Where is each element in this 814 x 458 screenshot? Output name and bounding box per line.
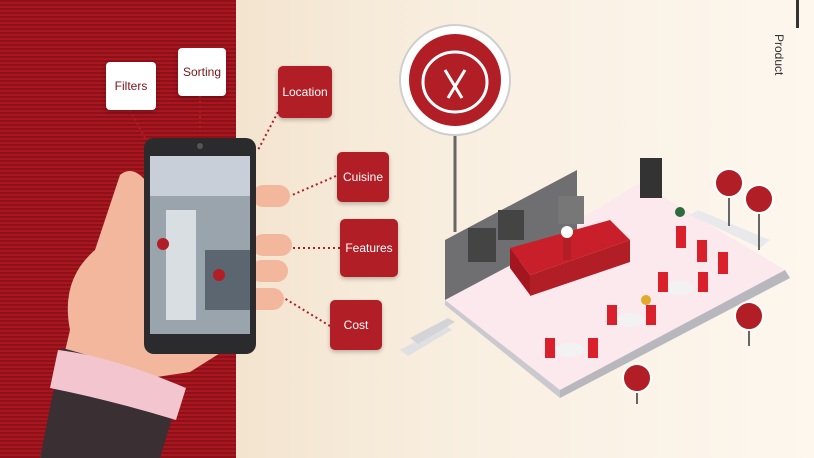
filters-tag[interactable]: Filters <box>106 62 156 110</box>
connector-location <box>257 111 279 151</box>
hand <box>40 171 292 458</box>
tables <box>545 207 770 358</box>
cost-tag[interactable]: Cost <box>330 300 382 350</box>
360-badge <box>399 24 511 232</box>
features-tag[interactable]: Features <box>340 219 398 277</box>
sorting-tag[interactable]: Sorting <box>178 48 226 96</box>
connector-filters <box>129 109 146 139</box>
phone <box>144 138 256 354</box>
product-label: Product <box>772 34 786 76</box>
location-tag[interactable]: Location <box>278 66 332 118</box>
side-bar <box>796 0 799 28</box>
connector-cost <box>283 297 331 327</box>
cuisine-tag[interactable]: Cuisine <box>337 152 389 202</box>
location-pins <box>622 168 774 404</box>
connector-cuisine <box>289 175 337 197</box>
